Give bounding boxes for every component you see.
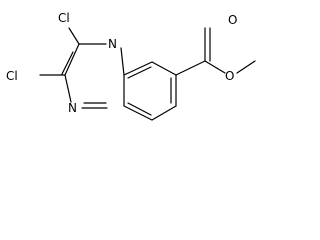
bond-c3-n4 — [64, 74, 72, 103]
bond-c8-c7 — [151, 61, 177, 76]
bond-c2-c3-double — [61, 51, 74, 75]
quinoxaline-ester-structure: Cl Cl N N O O — [6, 11, 256, 121]
bond-c7-carbonyl — [175, 60, 206, 76]
bond-o-methyl — [236, 60, 256, 74]
bond-carbonyl-o-ester — [204, 60, 226, 74]
bond-c6-c5 — [151, 105, 177, 121]
bond-c2-cl — [68, 27, 80, 45]
bond-n1-c8a — [120, 47, 125, 76]
bond-c5-c4a — [123, 105, 153, 121]
bond-c8a-c8-double — [127, 66, 152, 79]
bond-lines — [39, 27, 256, 121]
atom-o-carbonyl: O — [228, 13, 237, 27]
bond-c2-c3 — [64, 43, 80, 76]
atom-cl-bottom: Cl — [6, 69, 18, 83]
atom-n-bottom: N — [68, 101, 77, 115]
atom-cl-top: Cl — [58, 11, 70, 25]
atom-labels: Cl Cl N N O O — [6, 11, 237, 115]
bond-c8a-c8 — [123, 61, 153, 76]
atom-n-top: N — [108, 37, 117, 51]
atom-o-ester: O — [225, 69, 234, 83]
bond-c5-c4a-double — [127, 102, 152, 116]
